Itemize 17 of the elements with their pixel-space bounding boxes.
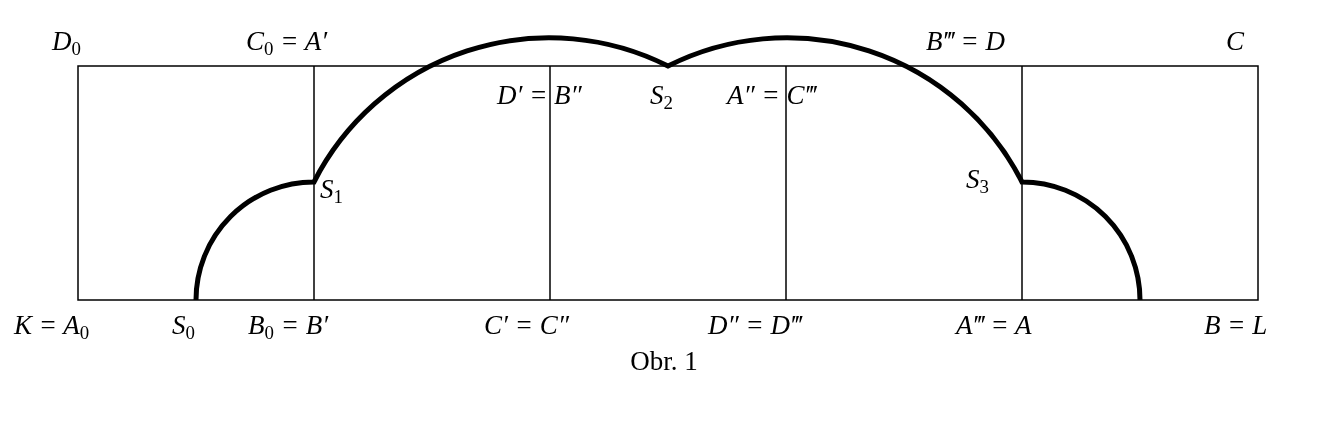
point-label: C′ = C″ (484, 312, 569, 339)
point-label: D″ = D‴ (708, 312, 802, 339)
point-label: C$_{0}$ = A′ (246, 28, 328, 59)
point-label: A‴ = A (956, 312, 1032, 339)
point-label: C (1226, 28, 1244, 55)
point-label: S$_{0}$ (172, 312, 195, 343)
point-label: B$_{0}$ = B′ (248, 312, 329, 343)
point-label: A″ = C‴ (727, 82, 816, 109)
point-label: S$_{2}$ (650, 82, 673, 113)
point-label: B = L (1204, 312, 1268, 339)
point-label: B‴ = D (926, 28, 1006, 55)
point-label: S$_{1}$ (320, 176, 343, 207)
point-label: D$_{0}$ (52, 28, 81, 59)
figure-caption: Obr. 1 (630, 346, 698, 376)
point-label: K = A$_{0}$ (14, 312, 90, 343)
point-label: S$_{3}$ (966, 166, 989, 197)
point-label: D′ = B″ (497, 82, 582, 109)
